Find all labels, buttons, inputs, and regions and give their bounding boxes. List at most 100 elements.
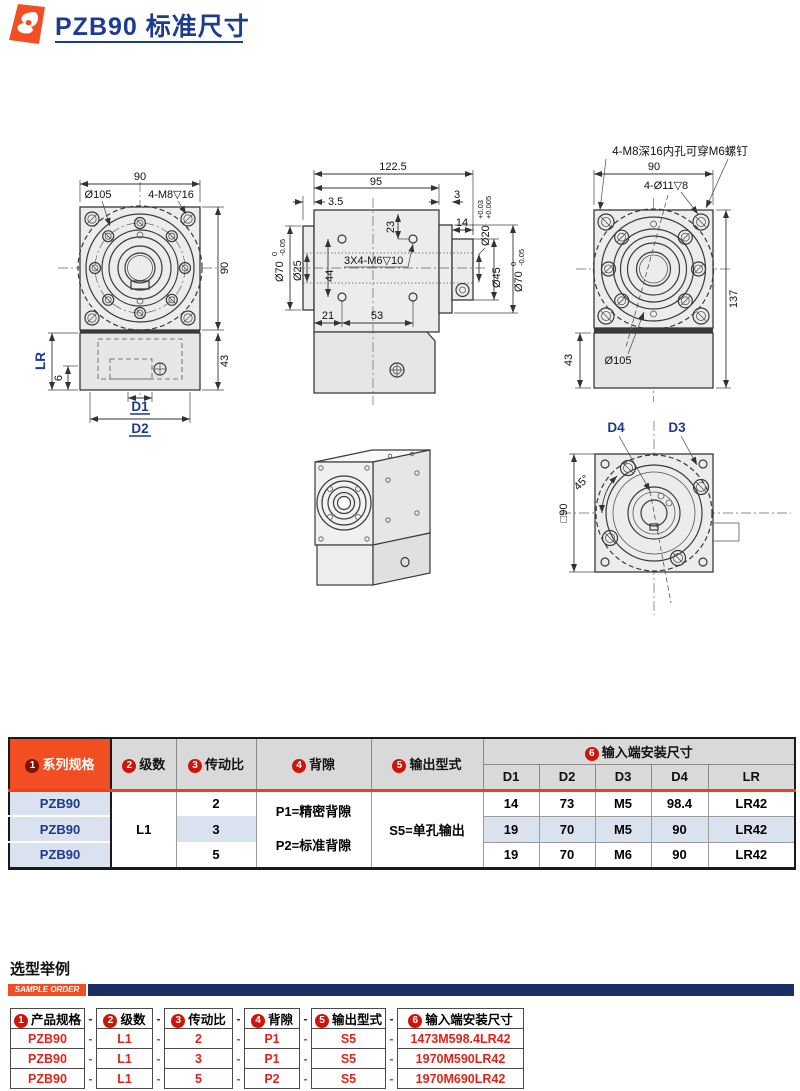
- dash-separator: -: [389, 1071, 394, 1086]
- circled-5-icon: 5: [314, 1014, 329, 1028]
- dash-separator: -: [303, 1071, 308, 1086]
- dim-back-total-height: 137: [728, 290, 740, 308]
- side-view-drawing: 122.5 95 3.5 3 23 14 Ø20 +0.03 +0.005: [270, 161, 526, 405]
- header-ratio-label: 传动比: [204, 757, 244, 773]
- dim-side-53: 53: [371, 310, 383, 322]
- header-input-mount-label: 输入端安装尺寸: [601, 744, 693, 760]
- dim-side-44: 44: [324, 270, 336, 282]
- isometric-geometry: [314, 449, 431, 586]
- d3-value: M6: [594, 841, 652, 869]
- dim-side-23: 23: [385, 221, 397, 233]
- dim-side-d25: Ø25: [292, 260, 304, 281]
- front-view-geometry: [58, 182, 222, 398]
- sample-stage: L1: [96, 1028, 153, 1049]
- circled-5-icon: 5: [392, 759, 407, 774]
- side-view-dimensions: 122.5 95 3.5 3 23 14 Ø20 +0.03 +0.005: [270, 161, 526, 327]
- dim-side-d45: Ø45: [491, 267, 503, 288]
- sample-row: PZB90 - L1 - 5 - P2 - S5 - 1970M690LR42: [10, 1068, 524, 1089]
- sample-backlash: P1: [244, 1048, 300, 1069]
- dim-front-lr: LR: [33, 352, 48, 370]
- dim-side-d70-right-tol-lower: -0.05: [517, 249, 526, 266]
- d1-value: 14: [482, 789, 540, 817]
- sample-output: S5: [311, 1068, 386, 1089]
- backlash-cell: P1=精密背隙 P2=标准背隙: [255, 790, 372, 868]
- sample-header-product-label: 产品规格: [30, 1013, 81, 1027]
- back-view-dimensions: 4-M8深16内孔可穿M6螺钉 90 4-Ø11▽8 137 43 Ø105: [563, 144, 748, 389]
- brand-logo-icon: [9, 4, 45, 44]
- d3-value: M5: [594, 789, 652, 817]
- circled-4-icon: 4: [250, 1014, 265, 1028]
- d3-value: M5: [594, 815, 652, 843]
- dim-back-base-height: 43: [563, 354, 575, 366]
- dim-front-base-height: 43: [219, 355, 231, 367]
- sample-row: PZB90 - L1 - 3 - P1 - S5 - 1970M590LR42: [10, 1048, 524, 1069]
- header-d3: D3: [594, 763, 652, 792]
- sample-row: PZB90 - L1 - 2 - P1 - S5 - 1473M598.4LR4…: [10, 1028, 524, 1049]
- dim-side-d20-tol-lower: +0.005: [484, 196, 493, 219]
- circled-2-icon: 2: [122, 759, 137, 774]
- series-cell: PZB90: [9, 815, 112, 842]
- page-title: PZB90 标准尺寸: [55, 13, 250, 41]
- dim-side-d20-tol-upper: +0.03: [476, 200, 485, 219]
- sample-mount-code: 1970M690LR42: [397, 1068, 524, 1089]
- title-underline: [55, 41, 243, 43]
- back-view-drawing: 4-M8深16内孔可穿M6螺钉 90 4-Ø11▽8 137 43 Ø105: [563, 144, 748, 402]
- circled-2-icon: 2: [103, 1014, 118, 1028]
- series-cell: PZB90: [9, 841, 112, 868]
- circled-3-icon: 3: [187, 759, 202, 774]
- output-view-drawing: D4 D3 45° □90: [558, 420, 791, 615]
- dash-separator: -: [88, 1051, 93, 1066]
- dim-front-d1: D1: [131, 399, 149, 414]
- sample-order-navy-bar: [88, 984, 794, 996]
- circled-3-icon: 3: [171, 1014, 186, 1028]
- circled-1-icon: 1: [25, 759, 40, 774]
- sample-output: S5: [311, 1028, 386, 1049]
- dim-side-21: 21: [322, 310, 334, 322]
- circled-6-icon: 6: [408, 1014, 423, 1028]
- sample-mount-code: 1473M598.4LR42: [397, 1028, 524, 1049]
- lr-value: LR42: [707, 815, 796, 843]
- d1-value: 19: [482, 815, 540, 843]
- dash-separator: -: [389, 1031, 394, 1046]
- d2-value: 70: [538, 841, 596, 869]
- dim-side-3: 3: [454, 189, 460, 201]
- dim-side-holes: 3X4-M6▽10: [344, 255, 403, 267]
- dim-output-sq90: □90: [558, 504, 570, 523]
- dim-front-flange: Ø105: [85, 189, 112, 201]
- sample-header-backlash-label: 背隙: [267, 1013, 293, 1027]
- backlash-line-2: P2=标准背隙: [275, 838, 352, 853]
- ratio-cell: 5: [175, 842, 257, 868]
- dim-side-14: 14: [456, 217, 468, 229]
- dash-separator: -: [156, 1011, 161, 1026]
- lr-value: LR42: [707, 789, 796, 817]
- dim-back-holes: 4-Ø11▽8: [644, 180, 688, 192]
- sample-header-stages-label: 级数: [120, 1013, 146, 1027]
- front-view-drawing: 90 Ø105 4-M8▽16 90 43 LR 6 D1 D2: [33, 171, 231, 437]
- lr-value: LR42: [707, 841, 796, 869]
- dim-side-3-5: 3.5: [328, 196, 343, 208]
- front-view-dimensions: 90 Ø105 4-M8▽16 90 43 LR 6 D1 D2: [33, 171, 231, 437]
- header-stages-label: 级数: [139, 757, 166, 773]
- ratio-cell: 2: [175, 790, 257, 816]
- d2-value: 73: [538, 789, 596, 817]
- dim-front-6: 6: [53, 375, 65, 381]
- dash-separator: -: [236, 1051, 241, 1066]
- series-cell: PZB90: [9, 790, 112, 816]
- note-back-bolt-thru: 4-M8深16内孔可穿M6螺钉: [612, 144, 748, 158]
- d4-value: 98.4: [650, 789, 709, 817]
- dim-side-95: 95: [370, 176, 382, 188]
- dim-front-bolts: 4-M8▽16: [148, 189, 194, 201]
- header-output-type-label: 输出型式: [409, 757, 462, 773]
- dim-output-d3: D3: [668, 420, 686, 435]
